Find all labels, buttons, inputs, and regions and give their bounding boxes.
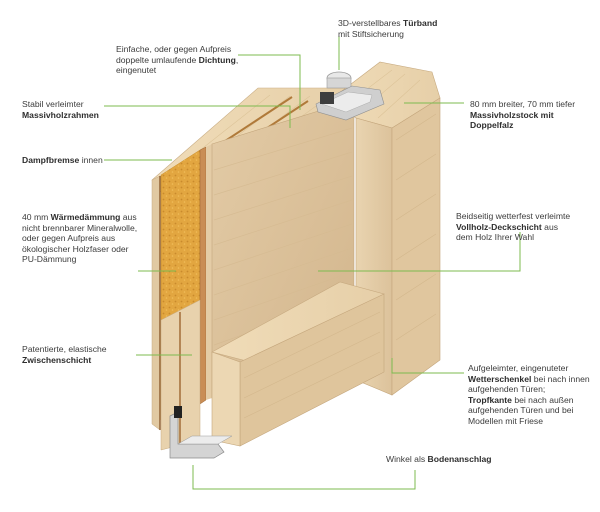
- leader-rahmen: [104, 105, 291, 128]
- cover-layer-left: [151, 175, 161, 431]
- callout-line: aufgehenden Türen;: [468, 384, 546, 395]
- callout-boden: Winkel als Bodenanschlag: [386, 454, 492, 465]
- callout-line: 3D-verstellbares Türband: [338, 18, 438, 28]
- callout-line: 80 mm breiter, 70 mm tiefer: [470, 99, 576, 109]
- callout-tuerband: 3D-verstellbares Türband mit Stiftsicher…: [338, 18, 437, 39]
- leader-deck: [318, 232, 521, 272]
- callout-wetter: Aufgeleimter, eingenuteter Wetterschenke…: [468, 363, 590, 427]
- callout-line: Patentierte, elastische: [22, 344, 107, 354]
- callout-line: 40 mm Wärmedämmung aus: [22, 212, 137, 222]
- callout-line: Stabil verleimter: [22, 99, 84, 109]
- callout-line: mit Stiftsicherung: [338, 28, 404, 39]
- callout-line: dem Holz Ihrer Wahl: [456, 232, 535, 243]
- callout-line: Dampfbremse innen: [22, 155, 103, 165]
- callout-line: aufgehenden Türen und bei: [468, 405, 574, 416]
- callout-zwischen: Patentierte, elastische Zwischenschicht: [22, 344, 107, 365]
- callout-line: PU-Dämmung: [22, 254, 77, 265]
- leader-boden: [192, 465, 416, 490]
- callout-rahmen: Stabil verleimter Massivholzrahmen: [22, 99, 99, 120]
- callout-line: Doppelfalz: [470, 120, 514, 131]
- callout-dichtung: Einfache, oder gegen Aufpreis doppelte u…: [116, 44, 238, 76]
- callout-line: Aufgeleimter, eingenuteter: [468, 363, 569, 373]
- weather-bar: [211, 281, 385, 447]
- callout-line: Massivholzrahmen: [22, 109, 99, 120]
- callout-line: doppelte umlaufende Dichtung,: [116, 54, 239, 65]
- callout-line: nicht brennbarer Mineralwolle,: [22, 222, 138, 233]
- callout-line: Massivholzstock mit: [470, 109, 554, 120]
- callout-line: Modellen mit Friese: [468, 415, 543, 426]
- weather-bar-side: [211, 351, 241, 447]
- elastic-interlayer: [199, 146, 207, 405]
- callout-line: Vollholz-Deckschicht aus: [456, 221, 559, 232]
- callout-line: eingenutet: [116, 65, 157, 76]
- callout-dampf: Dampfbremse innen: [22, 155, 103, 166]
- callout-waerme: 40 mm Wärmedämmung aus nicht brennbarer …: [22, 212, 137, 265]
- callout-deck: Beidseitig wetterfest verleimte Vollholz…: [456, 211, 570, 243]
- callout-line: Winkel als Bodenanschlag: [386, 454, 492, 464]
- stock-front-face: [391, 97, 441, 396]
- callout-line: Tropfkante bei nach außen: [468, 394, 574, 405]
- hinge: [315, 71, 385, 121]
- callout-line: Wetterschenkel bei nach innen: [468, 373, 590, 384]
- callout-line: oder gegen Aufpreis aus: [22, 233, 116, 244]
- leader-dichtung: [238, 54, 301, 110]
- callout-line: ökologischer Holzfaser oder: [22, 243, 129, 254]
- callout-line: Beidseitig wetterfest verleimte: [456, 211, 571, 221]
- floor-stop-angle: [169, 406, 233, 459]
- leader-lines: [104, 36, 521, 490]
- leader-wetter: [391, 358, 464, 374]
- callout-line: Einfache, oder gegen Aufpreis: [116, 44, 232, 54]
- callout-line: Zwischenschicht: [22, 354, 92, 365]
- callout-stock: 80 mm breiter, 70 mm tiefer Massivholzst…: [470, 99, 575, 131]
